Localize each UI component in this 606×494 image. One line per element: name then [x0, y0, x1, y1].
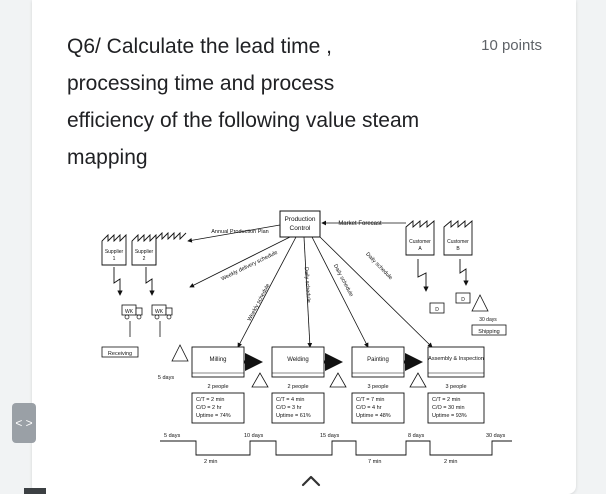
value-stream-map: Production Control Annual Production Pla…: [101, 210, 512, 465]
process-co: C/O = 3 hr: [276, 405, 302, 411]
production-control-label-1: Production: [284, 216, 315, 223]
customer-b-label: Customer: [447, 239, 469, 245]
collapse-button[interactable]: [296, 470, 326, 492]
truck-2-label: WK: [155, 309, 164, 315]
shipping-truck-2-icon: [455, 292, 471, 304]
process-ct: C/T = 2 min: [196, 397, 224, 403]
timeline: [160, 440, 512, 456]
question-title: Q6/ Calculate the lead time , processing…: [67, 35, 420, 169]
process-assembly-inspection: Assembly & Inspection 3 people C/T = 2 m…: [427, 346, 485, 424]
customer-b-factory: [443, 220, 473, 256]
daily-schedule-label-1: Daily schedule: [303, 267, 311, 303]
process-name: Welding: [287, 357, 309, 363]
supplier-1-label: Supplier: [105, 249, 124, 255]
weekly-schedule-label: Weekly schedule: [247, 283, 272, 322]
timeline-days: 15 days: [320, 433, 340, 439]
shipping-truck-2-label: D: [461, 297, 465, 303]
process-painting: Painting 3 people C/T = 7 min C/O = 4 hr…: [351, 346, 405, 424]
process-uptime: Uptime = 61%: [276, 413, 311, 419]
timeline-mins: 2 min: [444, 459, 457, 465]
shipping-inventory-days: 30 days: [479, 317, 497, 323]
process-name: Milling: [209, 357, 226, 363]
process-ct: C/T = 4 min: [276, 397, 304, 403]
timeline-days: 30 days: [486, 433, 506, 439]
side-scroll-label: < >: [15, 416, 33, 430]
process-co: C/O = 4 hr: [356, 405, 382, 411]
supplier-1-number: 1: [113, 256, 116, 262]
supplier-2-label: Supplier: [135, 249, 154, 255]
process-name: Painting: [367, 357, 389, 363]
supplier-1-factory: [101, 233, 127, 266]
production-control-box: [279, 210, 321, 238]
daily-schedule-label-2: Daily schedule: [332, 263, 354, 297]
points-label: 10 points: [481, 37, 542, 54]
timeline-days: 10 days: [244, 433, 264, 439]
customer-b-letter: B: [456, 246, 460, 252]
process-uptime: Uptime = 74%: [196, 413, 231, 419]
taskbar-fragment: [24, 488, 46, 494]
shipping-label: Shipping: [478, 329, 499, 335]
customer-a-factory: [405, 220, 435, 256]
timeline-mins: 7 min: [368, 459, 381, 465]
process-ct: C/T = 2 min: [432, 397, 460, 403]
shipping-box: [471, 324, 507, 336]
process-co: C/O = 2 hr: [196, 405, 222, 411]
process-uptime: Uptime = 93%: [432, 413, 467, 419]
process-ct: C/T = 7 min: [356, 397, 384, 403]
chevron-up-icon: [301, 475, 321, 487]
receiving-box: [101, 346, 139, 358]
shipping-inventory-icon: [471, 294, 489, 312]
customer-a-letter: A: [418, 246, 422, 252]
process-people: 3 people: [367, 384, 388, 390]
process-name: Assembly & Inspection: [428, 356, 484, 362]
weekly-delivery-label: Weekly delivery schedule: [220, 250, 278, 283]
market-forecast-label: Market Forecast: [338, 221, 382, 227]
shipping-truck-1-label: D: [435, 307, 439, 313]
receiving-inventory-icon: [171, 344, 189, 362]
process-people: 2 people: [287, 384, 308, 390]
side-scroll-button[interactable]: < >: [12, 403, 36, 443]
process-people: 2 people: [207, 384, 228, 390]
process-co: C/O = 30 min: [432, 405, 465, 411]
process-milling: Milling 2 people C/T = 2 min C/O = 2 hr …: [191, 346, 245, 424]
shipping-truck-1-icon: [429, 302, 445, 314]
process-people: 3 people: [445, 384, 466, 390]
customer-a-label: Customer: [409, 239, 431, 245]
production-control-label-2: Control: [290, 225, 312, 232]
daily-schedule-label-3: Daily schedule: [364, 251, 393, 281]
timeline-days: 5 days: [164, 433, 180, 439]
process-uptime: Uptime = 48%: [356, 413, 391, 419]
supplier-2-number: 2: [143, 256, 146, 262]
receiving-inventory-days: 5 days: [158, 375, 174, 381]
timeline-days: 8 days: [408, 433, 424, 439]
truck-1-label: WK: [125, 309, 134, 315]
receiving-label: Receiving: [108, 351, 132, 357]
timeline-mins: 2 min: [204, 459, 217, 465]
process-welding: Welding 2 people C/T = 4 min C/O = 3 hr …: [271, 346, 325, 424]
